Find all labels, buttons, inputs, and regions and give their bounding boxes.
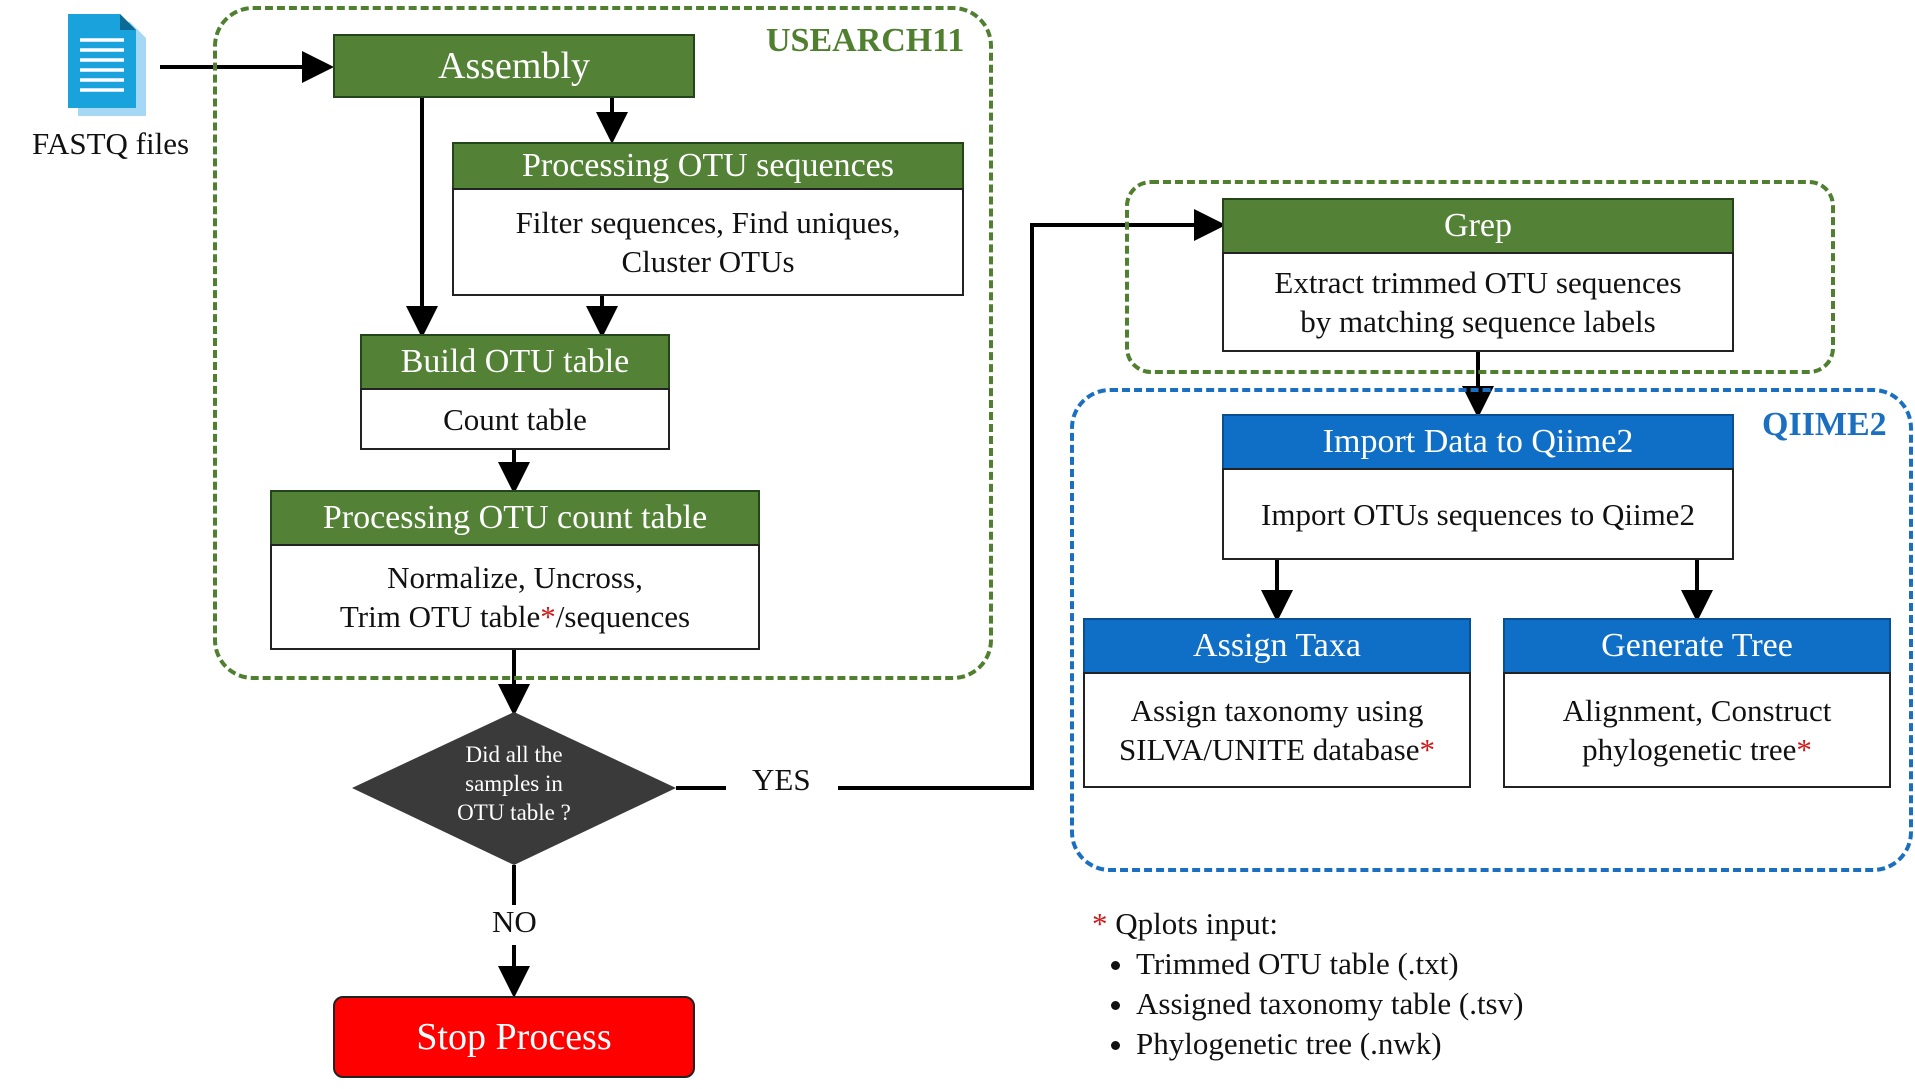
grep-line1: Extract trimmed OTU sequences xyxy=(1274,265,1682,300)
assign-taxa-header: Assign Taxa xyxy=(1083,618,1471,674)
build-table-header: Build OTU table xyxy=(360,334,670,390)
grep-title: Grep xyxy=(1444,207,1512,244)
processing-count-line1: Normalize, Uncross, xyxy=(387,560,643,595)
asterisk-mark: * xyxy=(1796,732,1812,767)
build-table-title: Build OTU table xyxy=(400,343,630,380)
assign-taxa-body: Assign taxonomy using SILVA/UNITE databa… xyxy=(1083,672,1471,788)
decision-line3: OTU table ? xyxy=(457,800,571,825)
yes-label: YES xyxy=(752,762,811,797)
processing-count-title: Processing OTU count table xyxy=(322,499,708,536)
processing-count-body: Normalize, Uncross, Trim OTU table*/sequ… xyxy=(270,544,760,650)
grep-header: Grep xyxy=(1222,198,1734,254)
qiime-group xyxy=(1070,388,1913,872)
stop-process-node: Stop Process xyxy=(333,996,695,1078)
assign-taxa-title: Assign Taxa xyxy=(1193,627,1361,664)
processing-seq-title: Processing OTU sequences xyxy=(521,147,895,184)
import-body: Import OTUs sequences to Qiime2 xyxy=(1222,468,1734,560)
build-table-line1: Count table xyxy=(443,401,587,437)
assign-taxa-line2: SILVA/UNITE database xyxy=(1119,732,1420,767)
stop-process-title: Stop Process xyxy=(416,1016,612,1058)
grep-line2: by matching sequence labels xyxy=(1300,304,1656,339)
assembly-title: Assembly xyxy=(438,45,590,87)
generate-tree-body: Alignment, Construct phylogenetic tree* xyxy=(1503,672,1891,788)
generate-tree-line1: Alignment, Construct xyxy=(1562,693,1832,728)
fastq-files-label: FASTQ files xyxy=(32,126,190,161)
no-label: NO xyxy=(492,904,537,939)
notes-heading: Qplots input: xyxy=(1115,906,1279,941)
notes-item: Phylogenetic tree (.nwk) xyxy=(1136,1024,1523,1064)
decision-line1: Did all the xyxy=(465,742,563,767)
asterisk-mark: * xyxy=(1419,732,1435,767)
import-title: Import Data to Qiime2 xyxy=(1322,423,1634,460)
generate-tree-line2: phylogenetic tree xyxy=(1582,732,1797,767)
decision-diamond xyxy=(352,712,676,865)
generate-tree-title: Generate Tree xyxy=(1601,627,1793,664)
notes-item: Trimmed OTU table (.txt) xyxy=(1136,944,1523,984)
qplots-notes: * Qplots input: Trimmed OTU table (.txt)… xyxy=(1092,904,1523,1064)
generate-tree-header: Generate Tree xyxy=(1503,618,1891,674)
assign-taxa-line1: Assign taxonomy using xyxy=(1130,693,1424,728)
asterisk-mark: * xyxy=(1092,906,1108,941)
notes-item: Assigned taxonomy table (.tsv) xyxy=(1136,984,1523,1024)
processing-seq-header: Processing OTU sequences xyxy=(452,142,964,190)
import-header: Import Data to Qiime2 xyxy=(1222,414,1734,470)
import-line1: Import OTUs sequences to Qiime2 xyxy=(1261,496,1695,532)
processing-seq-line1: Filter sequences, Find uniques, xyxy=(515,205,901,240)
notes-list: Trimmed OTU table (.txt) Assigned taxono… xyxy=(1092,944,1523,1064)
assembly-node: Assembly xyxy=(333,34,695,98)
grep-group xyxy=(1125,180,1835,374)
qiime-group-label: QIIME2 xyxy=(1762,406,1887,443)
processing-seq-body: Filter sequences, Find uniques, Cluster … xyxy=(452,188,964,296)
grep-body: Extract trimmed OTU sequences by matchin… xyxy=(1222,252,1734,352)
decision-text: Did all the samples in OTU table ? xyxy=(414,740,614,827)
build-table-body: Count table xyxy=(360,388,670,450)
document-icon xyxy=(68,14,146,116)
usearch-group-label: USEARCH11 xyxy=(766,22,965,59)
processing-seq-line2: Cluster OTUs xyxy=(621,244,795,279)
usearch-group xyxy=(213,6,993,680)
decision-line2: samples in xyxy=(465,771,563,796)
processing-count-line2a: Trim OTU table xyxy=(339,599,541,634)
processing-count-line2b: /sequences xyxy=(555,599,691,634)
processing-count-header: Processing OTU count table xyxy=(270,490,760,546)
asterisk-mark: * xyxy=(540,599,556,634)
